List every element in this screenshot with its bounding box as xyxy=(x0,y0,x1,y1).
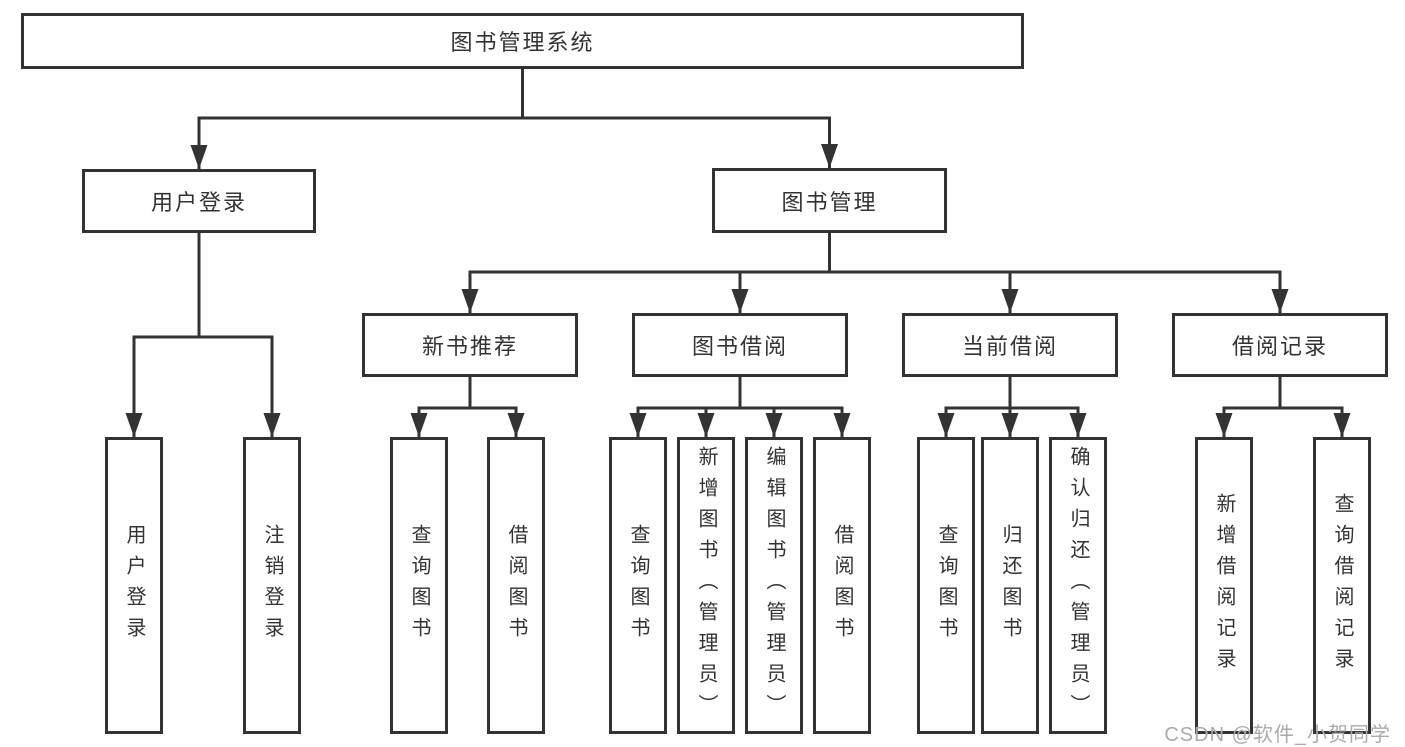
leaf-user-login: 用户登录 xyxy=(105,437,163,734)
leaf-borrow-edit-books-admin-label: 编辑图书（管理员） xyxy=(763,446,785,725)
leaf-current-confirm-return-admin-label: 确认归还（管理员） xyxy=(1067,446,1089,725)
leaf-logout-login: 注销登录 xyxy=(243,437,301,734)
csdn-watermark: CSDN @软件_小贺同学 xyxy=(1164,724,1391,746)
leaf-newbook-borrow-books: 借阅图书 xyxy=(487,437,545,734)
node-book-borrow-label: 图书借阅 xyxy=(691,334,788,359)
node-new-book-recommend: 新书推荐 xyxy=(362,313,578,377)
leaf-record-query-borrow-record: 查询借阅记录 xyxy=(1313,437,1371,734)
node-user-login-label: 用户登录 xyxy=(150,190,247,215)
node-current-borrow: 当前借阅 xyxy=(902,313,1118,377)
node-new-book-recommend-label: 新书推荐 xyxy=(421,334,518,359)
leaf-borrow-query-books: 查询图书 xyxy=(609,437,667,734)
leaf-borrow-add-books-admin-label: 新增图书（管理员） xyxy=(695,446,717,725)
node-borrow-record: 借阅记录 xyxy=(1172,313,1388,377)
leaf-record-add-borrow-record: 新增借阅记录 xyxy=(1195,437,1253,734)
leaf-logout-login-label: 注销登录 xyxy=(261,523,283,648)
leaf-newbook-borrow-books-label: 借阅图书 xyxy=(505,523,527,648)
leaf-current-return-books: 归还图书 xyxy=(981,437,1039,734)
leaf-newbook-query-books-label: 查询图书 xyxy=(408,523,430,648)
leaf-borrow-edit-books-admin: 编辑图书（管理员） xyxy=(745,437,803,734)
node-user-login: 用户登录 xyxy=(82,169,316,233)
leaf-current-query-books-label: 查询图书 xyxy=(935,523,957,648)
node-book-management-label: 图书管理 xyxy=(781,189,878,215)
node-book-borrow: 图书借阅 xyxy=(632,313,848,377)
leaf-current-query-books: 查询图书 xyxy=(917,437,975,734)
leaf-user-login-label: 用户登录 xyxy=(123,523,145,648)
leaf-borrow-borrow-books-label: 借阅图书 xyxy=(831,523,853,648)
leaf-current-return-books-label: 归还图书 xyxy=(999,523,1021,648)
leaf-borrow-add-books-admin: 新增图书（管理员） xyxy=(677,437,735,734)
leaf-borrow-borrow-books: 借阅图书 xyxy=(813,437,871,734)
node-book-management: 图书管理 xyxy=(712,168,947,233)
node-current-borrow-label: 当前借阅 xyxy=(961,334,1058,359)
leaf-record-query-borrow-record-label: 查询借阅记录 xyxy=(1331,492,1353,679)
leaf-current-confirm-return-admin: 确认归还（管理员） xyxy=(1049,437,1107,734)
node-root-system-label: 图书管理系统 xyxy=(450,30,595,55)
leaf-borrow-query-books-label: 查询图书 xyxy=(627,523,649,648)
leaf-record-add-borrow-record-label: 新增借阅记录 xyxy=(1213,492,1235,679)
leaf-newbook-query-books: 查询图书 xyxy=(390,437,448,734)
node-borrow-record-label: 借阅记录 xyxy=(1231,334,1328,359)
node-root-system: 图书管理系统 xyxy=(21,13,1024,69)
